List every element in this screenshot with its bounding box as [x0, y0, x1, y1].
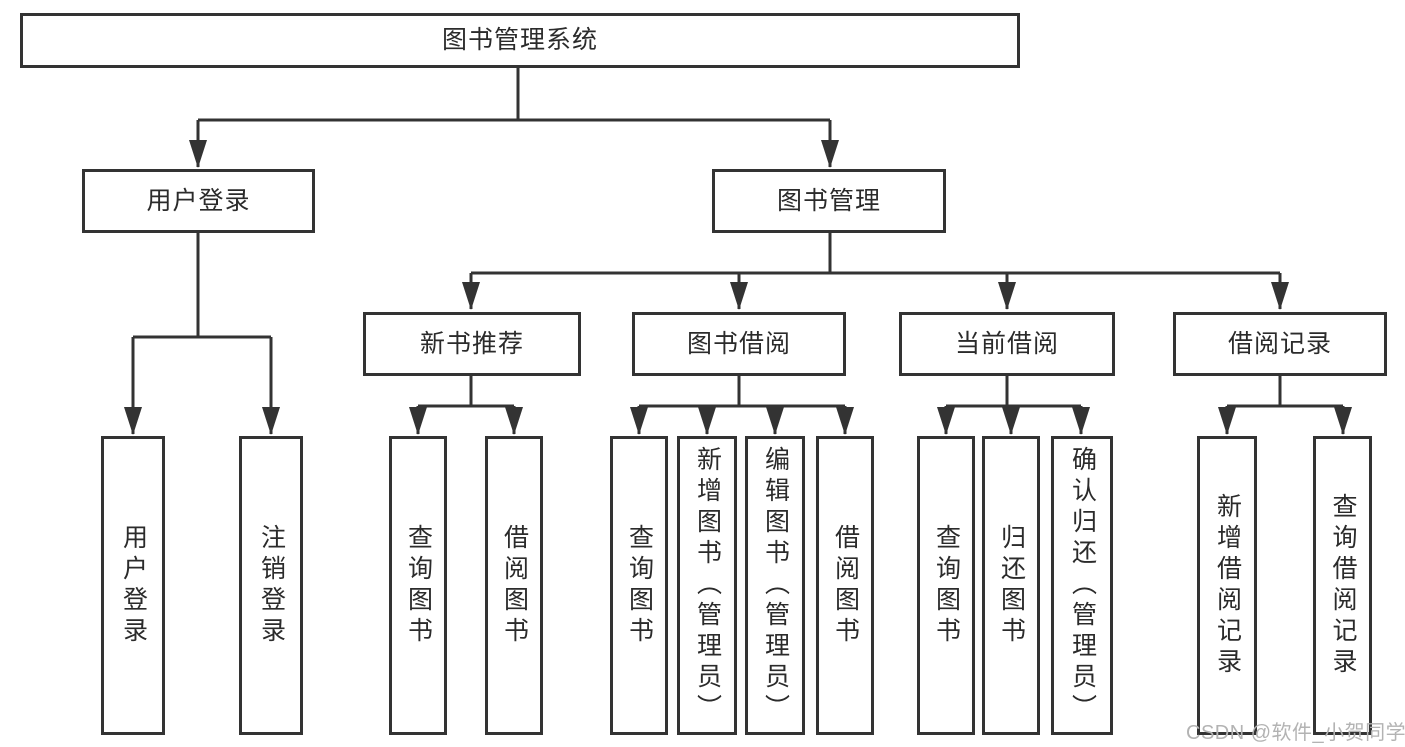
node-borrow-records: 借阅记录	[1173, 312, 1387, 376]
node-book-management: 图书管理	[712, 169, 946, 233]
leaf-nbr-borrow-books: 借阅图书	[485, 436, 543, 735]
node-book-borrow: 图书借阅	[632, 312, 846, 376]
leaf-bb-edit-books-admin: 编辑图书（管理员）	[745, 436, 805, 735]
leaf-bb-borrow-books: 借阅图书	[816, 436, 874, 735]
connector-current-borrow-children	[937, 376, 1090, 435]
connector-book-management-children	[462, 233, 1289, 310]
csdn-watermark: CSDN @软件_小贺同学	[1186, 722, 1405, 744]
node-current-borrow: 当前借阅	[899, 312, 1115, 376]
leaf-user-login: 用户登录	[101, 436, 165, 735]
leaf-bb-query-books: 查询图书	[610, 436, 668, 735]
leaf-br-query-record: 查询借阅记录	[1313, 436, 1372, 735]
leaf-cb-query-books: 查询图书	[917, 436, 975, 735]
connector-book-borrow-children	[630, 376, 854, 435]
connector-root-to-level2	[189, 68, 839, 168]
node-root-system: 图书管理系统	[20, 13, 1020, 68]
connector-user-login-children	[124, 233, 280, 435]
node-new-book-recommend: 新书推荐	[363, 312, 581, 376]
leaf-br-add-record: 新增借阅记录	[1197, 436, 1257, 735]
connector-borrow-records-children	[1218, 376, 1352, 435]
leaf-logout: 注销登录	[239, 436, 303, 735]
leaf-cb-return-books: 归还图书	[982, 436, 1040, 735]
node-user-login: 用户登录	[82, 169, 315, 233]
leaf-bb-add-books-admin: 新增图书（管理员）	[677, 436, 737, 735]
connector-new-book-recommend-children	[409, 376, 523, 435]
leaf-nbr-query-books: 查询图书	[389, 436, 447, 735]
leaf-cb-confirm-return-admin: 确认归还（管理员）	[1051, 436, 1113, 735]
